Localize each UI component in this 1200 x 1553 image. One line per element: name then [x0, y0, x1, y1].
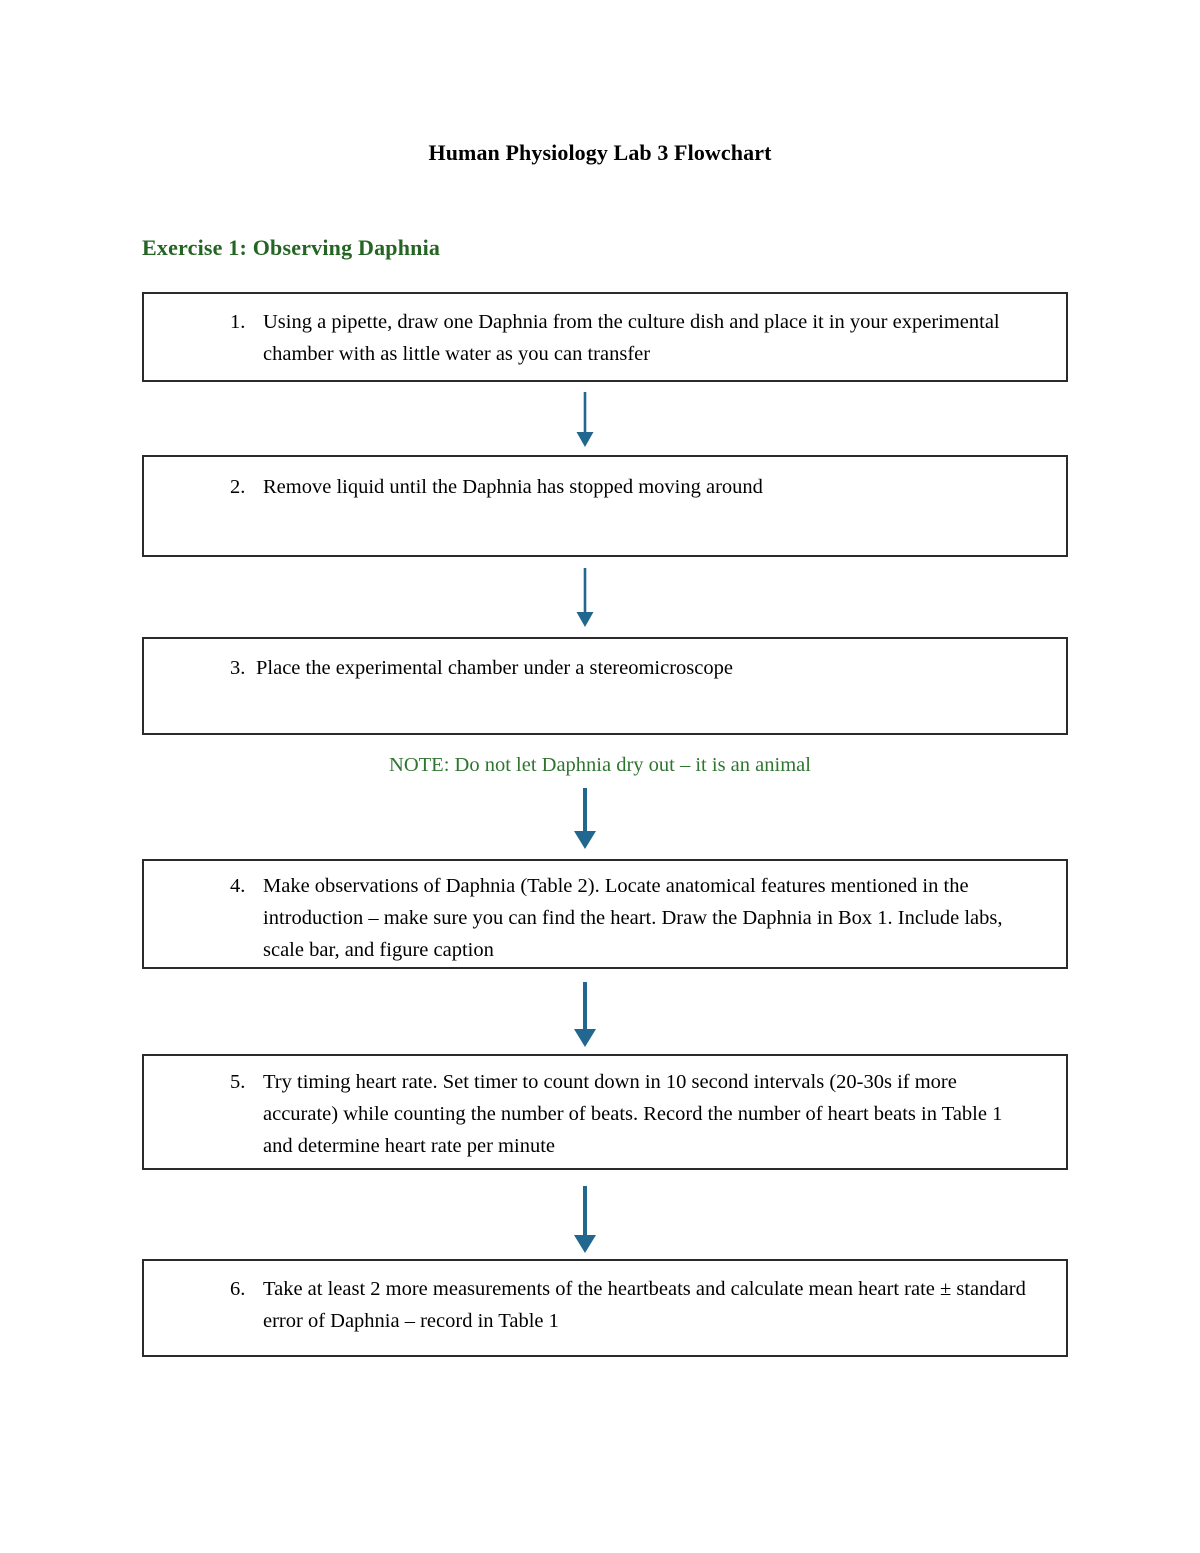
step-number: 1. [230, 311, 246, 333]
step-number: 6. [230, 1278, 246, 1300]
step-number: 4. [230, 875, 246, 897]
flowchart-step-box-5: 5. Try timing heart rate. Set timer to c… [142, 1054, 1068, 1170]
down-arrow-icon [573, 568, 597, 633]
step-content: 6. Take at least 2 more measurements of … [144, 1261, 1066, 1337]
step-text: Place the experimental chamber under a s… [256, 657, 733, 679]
step-content: 1. Using a pipette, draw one Daphnia fro… [144, 294, 1066, 370]
step-content: 3. Place the experimental chamber under … [144, 639, 1066, 684]
flowchart-step-box-1: 1. Using a pipette, draw one Daphnia fro… [142, 292, 1068, 382]
flowchart-step-box-2: 2. Remove liquid until the Daphnia has s… [142, 455, 1068, 557]
flowchart-step-box-3: 3. Place the experimental chamber under … [142, 637, 1068, 735]
step-number: 5. [230, 1071, 246, 1093]
step-number: 3. [230, 657, 246, 679]
step-text: Try timing heart rate. Set timer to coun… [263, 1071, 1003, 1157]
flowchart-step-box-6: 6. Take at least 2 more measurements of … [142, 1259, 1068, 1357]
down-arrow-icon [569, 982, 601, 1053]
down-arrow-icon [569, 1186, 601, 1259]
section-heading-exercise-1: Exercise 1: Observing Daphnia [142, 235, 441, 260]
note-text: NOTE: Do not let Daphnia dry out – it is… [389, 754, 811, 776]
step-text: Remove liquid until the Daphnia has stop… [263, 476, 763, 498]
step-text: Take at least 2 more measurements of the… [263, 1278, 1026, 1332]
page-title: Human Physiology Lab 3 Flowchart [428, 140, 772, 165]
step-number: 2. [230, 476, 246, 498]
step-content: 4. Make observations of Daphnia (Table 2… [144, 861, 1066, 966]
down-arrow-icon [569, 788, 601, 855]
step-text: Make observations of Daphnia (Table 2). … [263, 875, 1003, 961]
step-content: 5. Try timing heart rate. Set timer to c… [144, 1056, 1066, 1162]
down-arrow-icon [573, 392, 597, 453]
step-content: 2. Remove liquid until the Daphnia has s… [144, 457, 1066, 503]
flowchart-step-box-4: 4. Make observations of Daphnia (Table 2… [142, 859, 1068, 969]
step-text: Using a pipette, draw one Daphnia from t… [263, 311, 1000, 365]
